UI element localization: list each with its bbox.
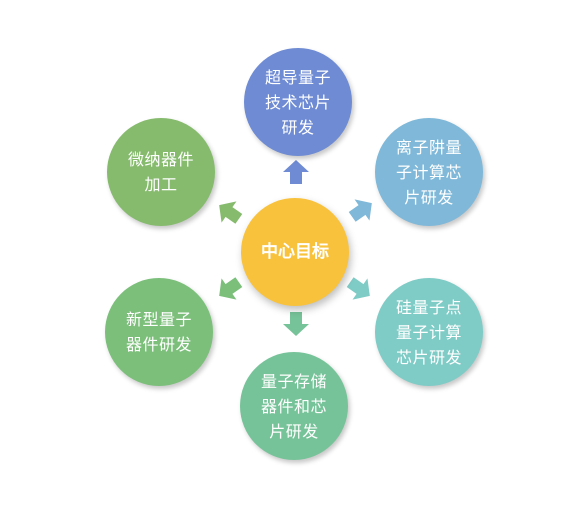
node-label: 微纳器件加工 [127, 150, 194, 194]
center-goal-node: 中心目标 [241, 198, 349, 306]
node-silicon-quantum-dot-chip: 硅量子点量子计算芯片研发 [375, 278, 483, 386]
node-new-quantum-device: 新型量子器件研发 [105, 278, 213, 386]
center-goal-label: 中心目标 [261, 241, 329, 262]
arrow-down-left [219, 277, 243, 300]
node-ion-trap-chip: 离子阱量子计算芯片研发 [375, 118, 483, 226]
arrow-up [283, 160, 309, 184]
node-label: 新型量子器件研发 [125, 310, 192, 354]
arrow-down-right [346, 277, 370, 300]
arrow-up-right [348, 199, 372, 222]
node-label: 离子阱量子计算芯片研发 [395, 137, 462, 207]
node-label: 量子存储器件和芯片研发 [260, 371, 327, 441]
node-micro-nano-fabrication: 微纳器件加工 [107, 118, 215, 226]
arrow-down [283, 312, 309, 336]
node-superconducting-chip: 超导量子技术芯片研发 [244, 48, 352, 156]
node-label: 硅量子点量子计算芯片研发 [395, 297, 462, 367]
node-quantum-storage-chip: 量子存储器件和芯片研发 [240, 352, 348, 460]
node-label: 超导量子技术芯片研发 [264, 67, 331, 137]
arrow-up-left [219, 201, 243, 224]
